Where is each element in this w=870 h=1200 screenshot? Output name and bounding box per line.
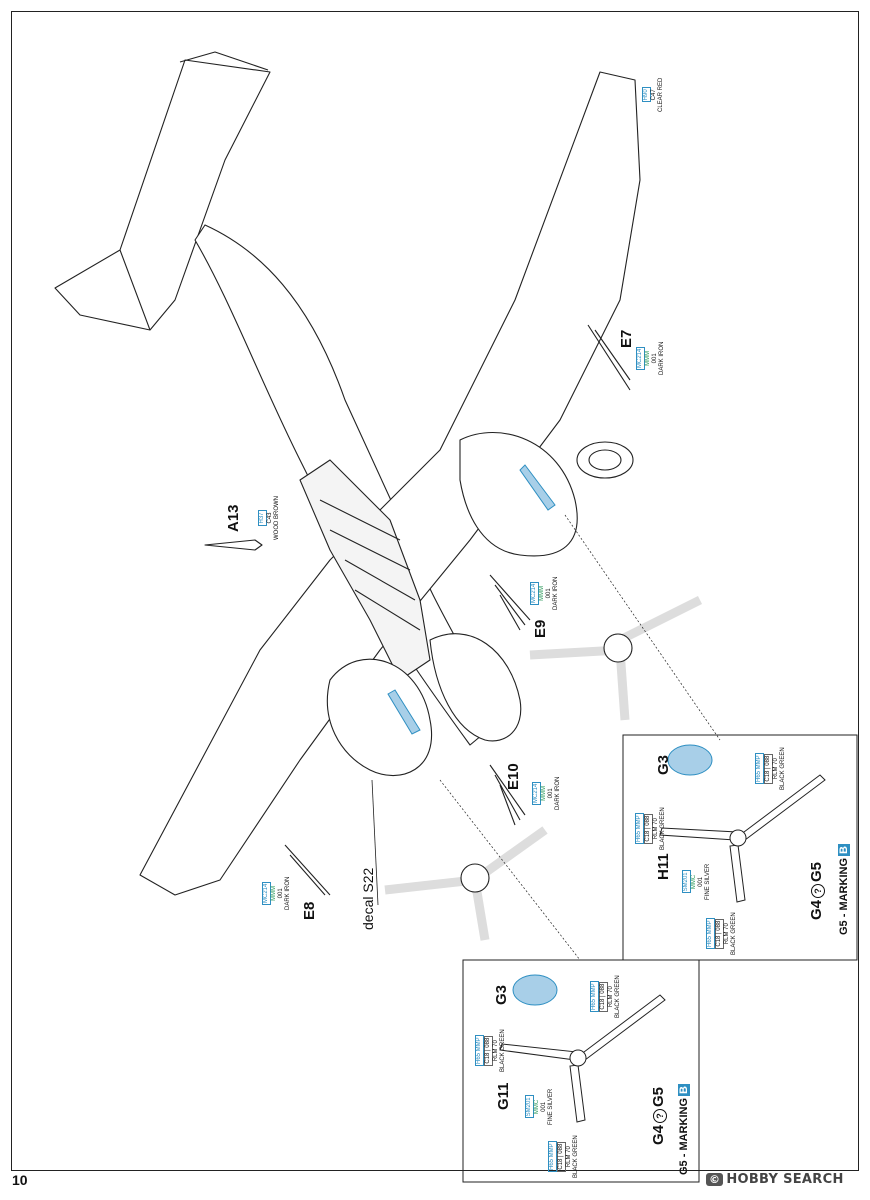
- part-label-g11: G11: [495, 1082, 512, 1110]
- part-label-e7: E7: [618, 329, 635, 348]
- part-label-g4-g5-inset2: G4?G5: [650, 1086, 667, 1145]
- marking-label-inset2: G5 - MARKINGB: [678, 1084, 690, 1175]
- watermark: ©HOBBY SEARCH: [706, 1172, 844, 1187]
- part-label-g4-g5-inset1: G4?G5: [808, 861, 825, 920]
- part-label-e9: E9: [532, 619, 549, 638]
- part-label-a13: A13: [225, 504, 242, 532]
- part-label-h11: H11: [655, 853, 672, 880]
- part-label-e8: E8: [301, 901, 318, 920]
- copyright-icon: ©: [706, 1173, 724, 1186]
- decal-label: decal S22: [360, 867, 376, 930]
- part-label-e10: E10: [505, 763, 522, 790]
- page-frame: [11, 11, 859, 1171]
- watermark-text: HOBBY SEARCH: [726, 1172, 844, 1187]
- part-label-g3-inset1: G3: [655, 754, 672, 775]
- part-label-g3-inset2: G3: [493, 984, 510, 1005]
- marking-label-inset1: G5 - MARKINGB: [838, 844, 850, 935]
- page-number: 10: [12, 1172, 28, 1188]
